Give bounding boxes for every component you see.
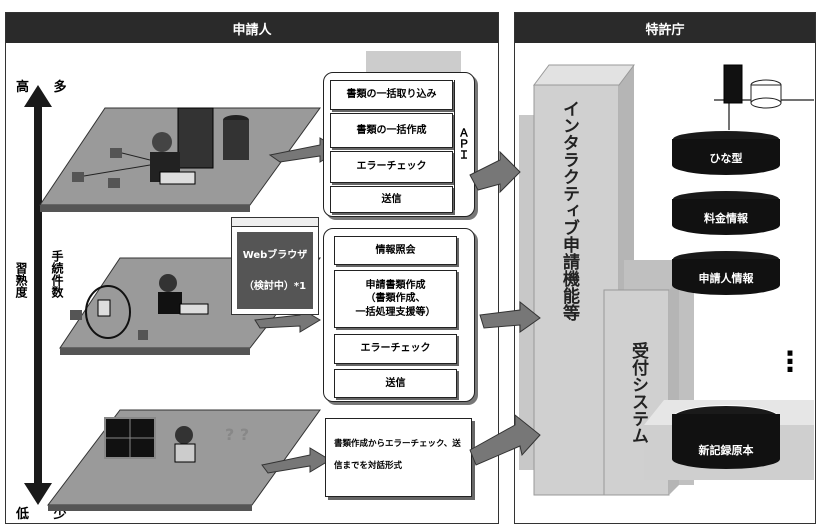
group2-item-3: エラーチェック	[334, 334, 457, 364]
group3-box: 書類作成からエラーチェック、送信までを対話形式	[325, 418, 472, 497]
browser-window: Webブラウザ （検討中）*1	[231, 217, 319, 315]
ellipsis-mark: ⋮	[776, 345, 804, 378]
reception-system-label: 受付システム	[628, 342, 648, 444]
label-high: 高	[16, 80, 40, 95]
procedure-count-label: 手続件数	[50, 250, 64, 298]
api-label: ＡＰＩ	[457, 127, 470, 160]
api-divider	[454, 80, 455, 210]
browser-line2: （検討中）*1	[243, 281, 307, 292]
browser-line1: Webブラウザ	[242, 250, 308, 261]
group2-item-4: 送信	[334, 369, 457, 398]
group1-item-4: 送信	[330, 186, 453, 213]
applicant-title: 申請人	[232, 22, 272, 38]
label-many: 多	[53, 80, 77, 95]
question-marks: ? ?	[225, 425, 250, 444]
group1-shadow-bar	[366, 51, 461, 75]
database-fee-info-label: 料金情報	[704, 212, 748, 225]
label-low: 低	[16, 507, 40, 522]
axis-high-many: 高 多	[16, 76, 77, 95]
interactive-function-label: インタラクティブ申請機能等	[559, 100, 579, 321]
browser-content: Webブラウザ （検討中）*1	[237, 232, 313, 309]
applicant-header: 申請人	[6, 13, 498, 43]
group1-item-1: 書類の一括取り込み	[330, 80, 453, 110]
jpo-title: 特許庁	[645, 22, 685, 38]
group1-item-3: エラーチェック	[330, 151, 453, 183]
connector-arrows	[469, 150, 541, 466]
database-new-records-label: 新記録原本	[698, 444, 754, 457]
group2-item-1: 情報照会	[334, 236, 457, 265]
axis-arrow	[24, 85, 52, 505]
browser-titlebar	[232, 218, 318, 227]
database-applicant-info-label: 申請人情報	[698, 272, 754, 285]
proficiency-label: 習熟度	[14, 262, 28, 298]
group1-item-2: 書類の一括作成	[330, 113, 453, 148]
group3-text: 書類作成からエラーチェック、送信までを対話形式	[334, 439, 461, 471]
group2-item-2: 申請書類作成 （書類作成、 一括処理支援等）	[334, 270, 457, 328]
floor-platforms	[39, 107, 341, 511]
database-template-label: ひな型	[709, 152, 743, 165]
jpo-header: 特許庁	[515, 13, 815, 43]
